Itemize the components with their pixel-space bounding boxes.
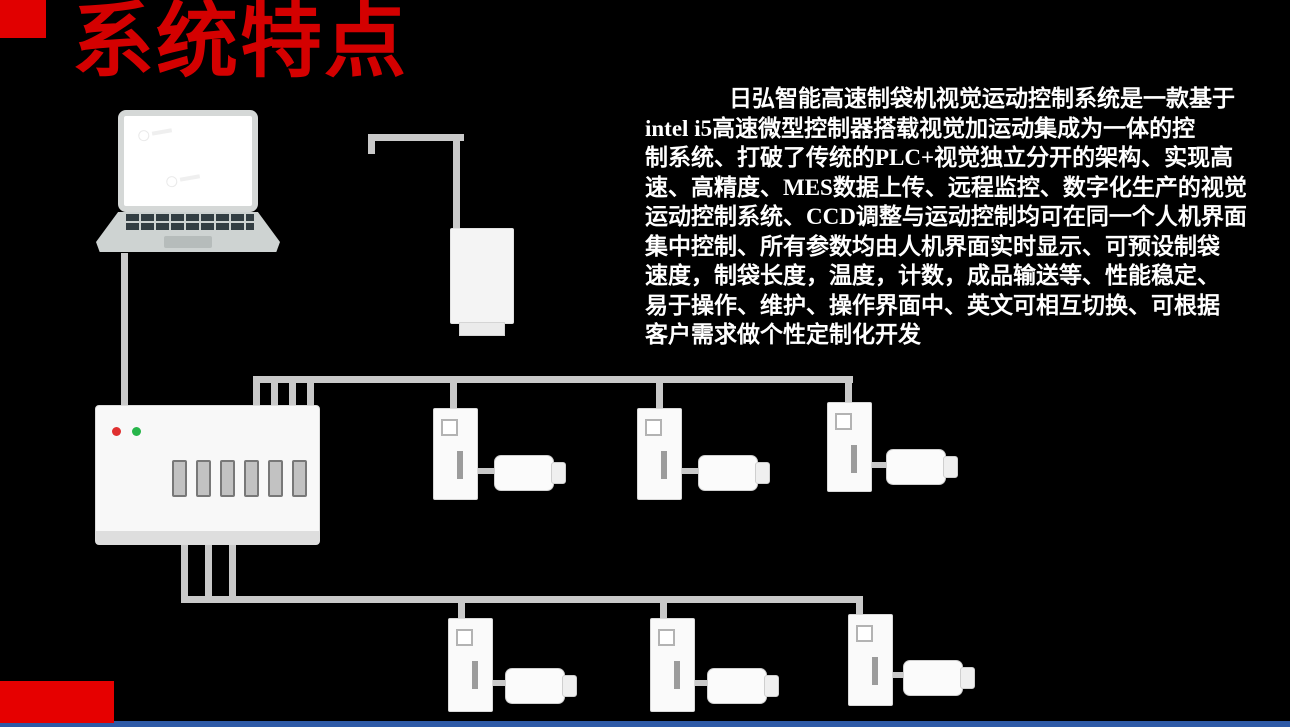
controller-base-strip: [96, 531, 319, 544]
cable-controller-top-4: [307, 376, 314, 407]
description-line: 集中控制、所有参数均由人机界面实时显示、可预设制袋: [645, 233, 1220, 259]
cable-controller-top-1: [253, 376, 260, 407]
servo-driver-1: [433, 408, 478, 500]
cable-laptop-to-controller: [121, 253, 128, 407]
cable-controller-top-3: [289, 376, 296, 407]
top-left-red-block: [0, 0, 46, 38]
cable-driver1-motor1: [476, 468, 498, 474]
driver-display: [835, 413, 852, 430]
screen-watermark-icon: [137, 125, 174, 141]
servo-driver-3: [827, 402, 872, 492]
description-text: 日弘智能高速制袋机视觉运动控制系统是一款基于 intel i5高速微型控制器搭载…: [645, 84, 1285, 350]
servo-motor-5: [707, 668, 779, 704]
description-line: 速度，制袋长度，温度，计数，成品输送等、性能稳定、: [645, 263, 1220, 288]
servo-motor-2: [698, 455, 770, 491]
cable-driver2-motor2: [680, 468, 702, 474]
led-red-indicator: [112, 427, 121, 436]
cable-drop-driver-1: [450, 376, 457, 412]
controller-port: [268, 460, 283, 497]
cable-drop-driver-3: [845, 376, 852, 406]
description-line: intel i5高速微型控制器搭载视觉加运动集成为一体的控: [645, 115, 1196, 141]
servo-driver-6: [848, 614, 893, 706]
cable-bus-bottom: [181, 596, 863, 603]
controller-ports: [172, 460, 307, 497]
footer-blue-bar: [0, 721, 1290, 727]
motor-shaft-cap: [960, 667, 975, 689]
cable-drop-driver-6: [856, 596, 863, 618]
motor-shaft-cap: [562, 675, 577, 697]
cable-driver3-motor3: [870, 462, 890, 468]
servo-motor-6: [903, 660, 975, 696]
driver-display: [441, 419, 458, 436]
driver-slot: [661, 451, 667, 479]
cable-controller-top-2: [271, 376, 278, 407]
led-green-indicator: [132, 427, 141, 436]
cable-controller-bottom-3: [229, 543, 236, 601]
cable-bus-top: [253, 376, 853, 383]
controller-port: [172, 460, 187, 497]
motor-shaft-cap: [764, 675, 779, 697]
cable-drop-driver-2: [656, 376, 663, 412]
controller-port: [220, 460, 235, 497]
laptop-keyboard: [126, 214, 254, 231]
cable-controller-bottom-2: [205, 543, 212, 601]
page-title: 系统特点: [72, 0, 409, 87]
driver-slot: [851, 445, 857, 473]
servo-driver-4: [448, 618, 493, 712]
servo-motor-4: [505, 668, 577, 704]
camera-lens: [459, 322, 505, 336]
cable-camera-horizontal: [368, 134, 464, 141]
motor-shaft-cap: [943, 456, 958, 478]
motor-shaft-cap: [551, 462, 566, 484]
servo-driver-2: [637, 408, 682, 500]
driver-display: [658, 629, 675, 646]
controller-port: [196, 460, 211, 497]
driver-slot: [472, 661, 478, 689]
description-line: 日弘智能高速制袋机视觉运动控制系统是一款基于: [729, 86, 1235, 111]
driver-slot: [674, 661, 680, 689]
driver-slot: [457, 451, 463, 479]
driver-display: [645, 419, 662, 436]
servo-driver-5: [650, 618, 695, 712]
servo-motor-1: [494, 455, 566, 491]
motor-shaft-cap: [755, 462, 770, 484]
servo-motor-3: [886, 449, 958, 485]
motion-controller: [95, 405, 320, 545]
description-line: 制系统、打破了传统的PLC+视觉独立分开的架构、实现高: [645, 145, 1234, 170]
cable-drop-driver-5: [660, 596, 667, 622]
description-line: 客户需求做个性定制化开发: [645, 322, 921, 347]
driver-display: [856, 625, 873, 642]
screen-watermark-icon: [165, 171, 202, 187]
description-line: 易于操作、维护、操作界面中、英文可相互切换、可根据: [645, 292, 1220, 318]
ccd-camera: [450, 228, 514, 336]
footer-red-block: [0, 681, 114, 723]
driver-slot: [872, 657, 878, 685]
controller-port: [292, 460, 307, 497]
cable-camera-stub: [368, 134, 375, 154]
cable-driver4-motor4: [491, 680, 509, 686]
laptop-touchpad: [164, 236, 212, 248]
controller-port: [244, 460, 259, 497]
cable-controller-bottom-1: [181, 543, 188, 601]
cable-driver5-motor5: [693, 680, 711, 686]
laptop-screen: [118, 110, 258, 212]
cable-driver6-motor6: [891, 672, 907, 678]
cable-drop-driver-4: [458, 596, 465, 622]
description-line: 运动控制系统、CCD调整与运动控制均可在同一个人机界面: [645, 204, 1247, 229]
description-line: 速、高精度、MES数据上传、远程监控、数字化生产的视觉: [645, 174, 1247, 200]
driver-display: [456, 629, 473, 646]
cable-camera-vertical: [453, 134, 460, 230]
